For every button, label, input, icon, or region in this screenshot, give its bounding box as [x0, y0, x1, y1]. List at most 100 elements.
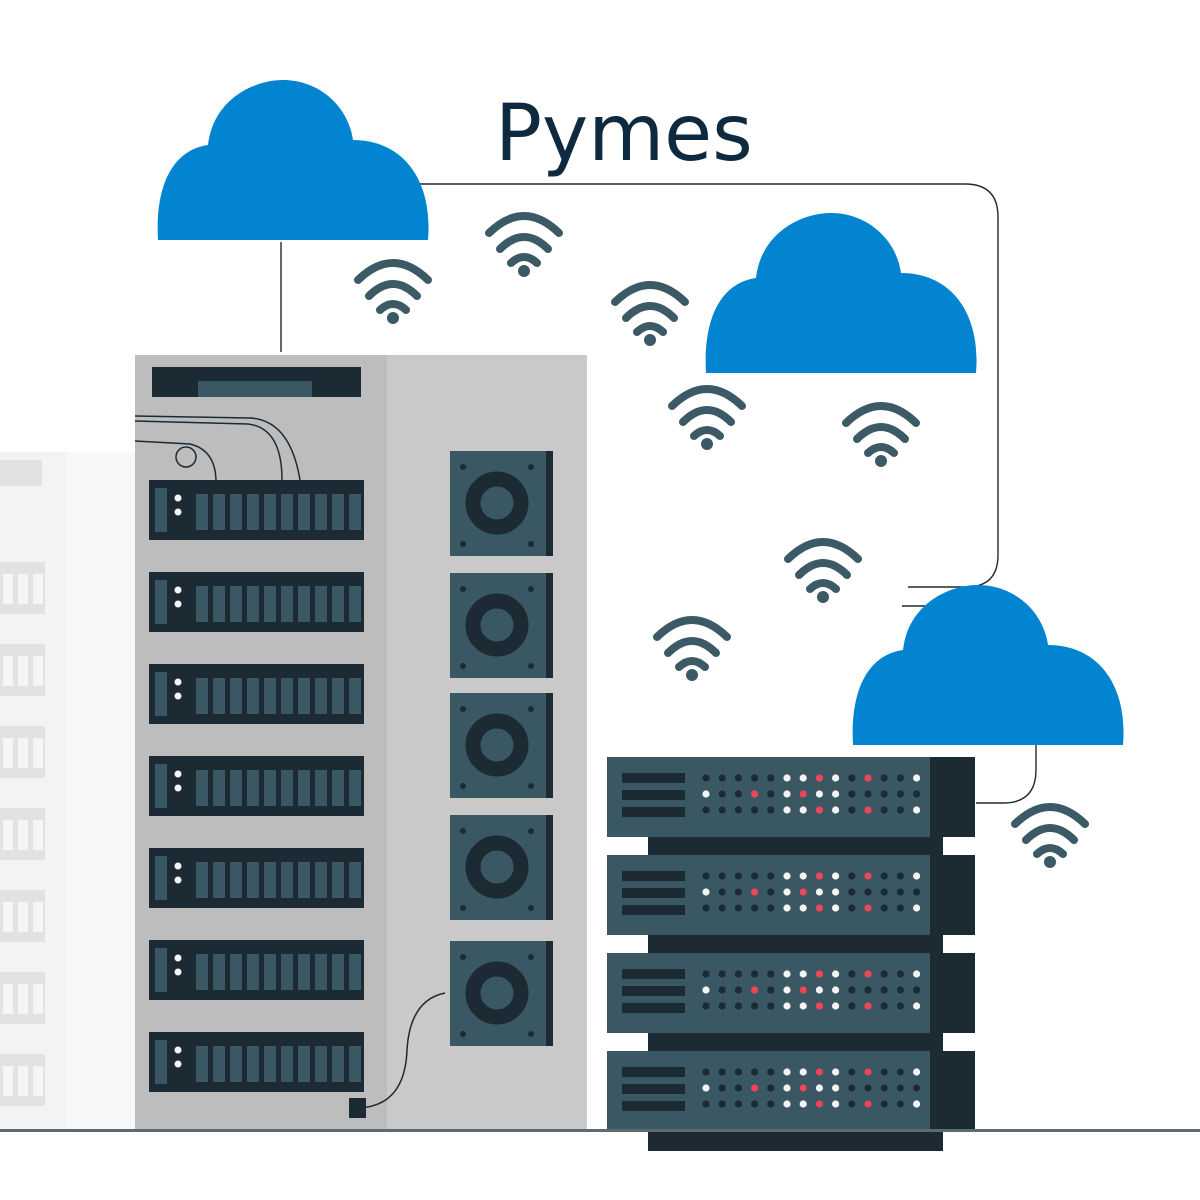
drive-slot: [332, 954, 344, 990]
server-led: [880, 1100, 888, 1108]
fan-edge: [546, 693, 553, 798]
drive-slot: [298, 586, 310, 622]
tower-top-display-screen: [198, 381, 312, 397]
fan-unit: [450, 815, 553, 920]
server-led: [702, 986, 710, 994]
drive-led: [174, 494, 182, 502]
drive-slot: [264, 494, 276, 530]
window-pane: [33, 984, 43, 1014]
drive-slot: [196, 678, 208, 714]
drive-slot: [213, 770, 225, 806]
server-led: [896, 986, 905, 994]
window-pane: [33, 820, 43, 850]
server-led: [864, 970, 872, 978]
server-led: [702, 1100, 710, 1108]
server-led: [848, 774, 856, 782]
drive-slot: [349, 954, 361, 990]
server-led: [799, 888, 807, 896]
drive-slot: [213, 678, 225, 714]
server-led: [767, 790, 775, 798]
fan-edge: [546, 815, 553, 920]
drive-slot: [213, 586, 225, 622]
server-led: [896, 872, 905, 880]
server-led: [751, 1068, 759, 1076]
drive-slot: [315, 1046, 327, 1082]
server-led: [864, 790, 872, 798]
drive-slot: [230, 770, 242, 806]
drive-slot: [264, 770, 276, 806]
server-led: [832, 1002, 840, 1010]
drive-unit-handle: [155, 1040, 167, 1084]
wifi-arc-inner: [1033, 844, 1067, 858]
server-led: [913, 872, 921, 880]
drive-slot: [213, 954, 225, 990]
server-led: [848, 872, 856, 880]
fan-screw: [528, 954, 534, 960]
building-window: [0, 808, 45, 860]
wifi-arc-outer: [1011, 803, 1089, 828]
server-led: [702, 888, 710, 896]
cable-port: [349, 1098, 366, 1118]
drive-slot: [213, 862, 225, 898]
drive-slot: [281, 770, 293, 806]
wifi-dot: [644, 334, 656, 346]
drive-slot: [230, 586, 242, 622]
server-led: [767, 774, 775, 782]
cable: [359, 992, 446, 1109]
server-led: [767, 872, 775, 880]
server-led: [702, 1002, 710, 1010]
drive-slot: [281, 862, 293, 898]
server-led: [702, 904, 710, 912]
server-led: [848, 904, 856, 912]
fan-screw: [460, 828, 466, 834]
wifi-arc-middle: [496, 233, 552, 253]
fan-screw: [460, 586, 466, 592]
server-led: [799, 806, 807, 814]
server-led: [799, 1100, 807, 1108]
server-led: [896, 1068, 905, 1076]
drive-slot: [349, 678, 361, 714]
drive-slot: [332, 494, 344, 530]
server-led: [832, 904, 840, 912]
building-sign: [0, 460, 42, 486]
drive-slot: [349, 770, 361, 806]
server-led: [896, 1100, 905, 1108]
server-vent-bar: [622, 969, 685, 979]
drive-slot: [315, 954, 327, 990]
server-led: [718, 904, 726, 912]
window-pane: [33, 1066, 43, 1096]
drive-led: [174, 1060, 182, 1068]
server-led: [864, 774, 872, 782]
server-stack: [607, 757, 975, 1151]
cable: [134, 440, 217, 481]
server-led: [799, 904, 807, 912]
drive-slot: [349, 494, 361, 530]
server-led: [815, 986, 824, 994]
server-led: [864, 904, 872, 912]
server-led: [896, 970, 905, 978]
server-led: [848, 1100, 856, 1108]
server-led: [880, 1084, 888, 1092]
wifi-icon: [668, 385, 746, 450]
server-vent-bar: [622, 1101, 685, 1111]
server-vent-bar: [622, 1084, 685, 1094]
fan-screw: [460, 783, 466, 789]
server-led: [702, 872, 710, 880]
fan-ring-icon: [465, 593, 529, 657]
server-led: [880, 774, 888, 782]
drive-led: [174, 600, 182, 608]
wifi-icon: [485, 212, 563, 277]
drive-slot: [298, 1046, 310, 1082]
building-window: [0, 644, 45, 696]
server-led: [815, 774, 824, 782]
server-led: [751, 1084, 759, 1092]
drive-unit: [149, 572, 364, 632]
server-led: [815, 1084, 824, 1092]
drive-slot: [298, 494, 310, 530]
cloud-top-left: [157, 80, 429, 240]
wifi-arc-middle: [795, 559, 851, 579]
wifi-arc-inner: [675, 657, 709, 671]
server-led: [751, 806, 759, 814]
server-led: [718, 986, 726, 994]
